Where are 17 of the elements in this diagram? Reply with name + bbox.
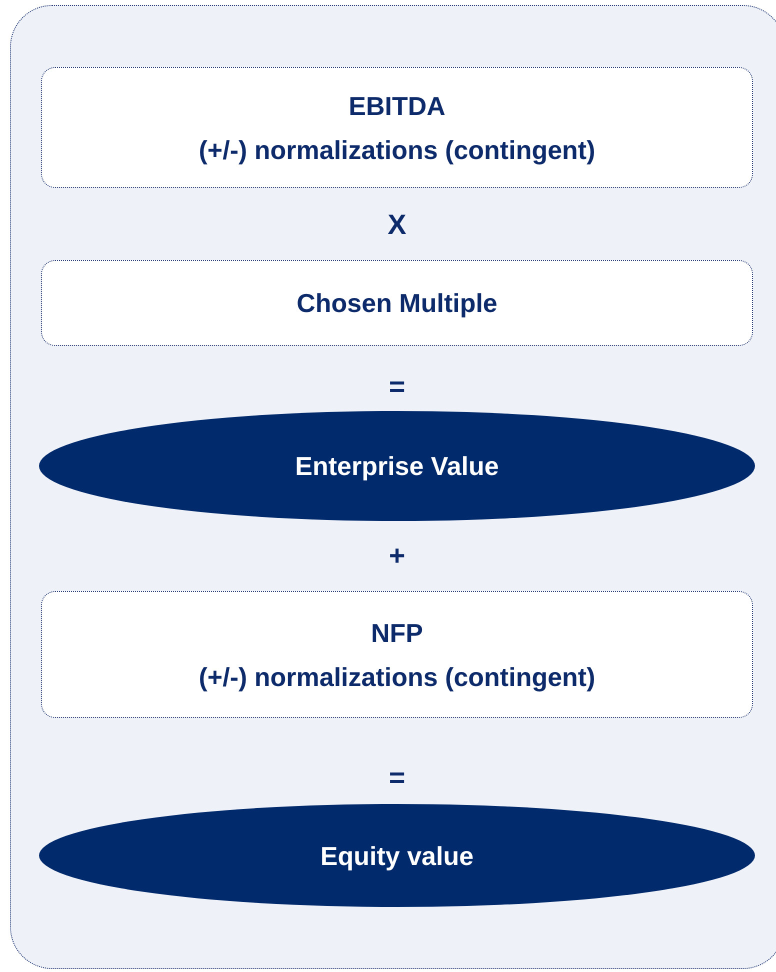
box-title: EBITDA <box>348 90 446 122</box>
box-title: NFP <box>371 616 423 650</box>
result-ellipse <box>39 411 755 521</box>
formula-box <box>41 591 753 718</box>
formula-box <box>41 67 753 188</box>
result-ellipse <box>39 804 755 907</box>
operator-symbol: = <box>388 371 406 403</box>
operator-symbol: X <box>388 209 406 241</box>
panel-background <box>10 5 776 969</box>
operator-symbol: = <box>388 762 406 794</box>
box-subtitle: (+/-) normalizations (contingent) <box>198 660 596 694</box>
box-subtitle: (+/-) normalizations (contingent) <box>198 134 596 166</box>
box-title: Enterprise Value <box>295 450 499 483</box>
box-title: Chosen Multiple <box>296 287 498 320</box>
box-title: Equity value <box>320 840 474 872</box>
formula-box <box>41 260 753 346</box>
operator-symbol: + <box>388 540 406 572</box>
